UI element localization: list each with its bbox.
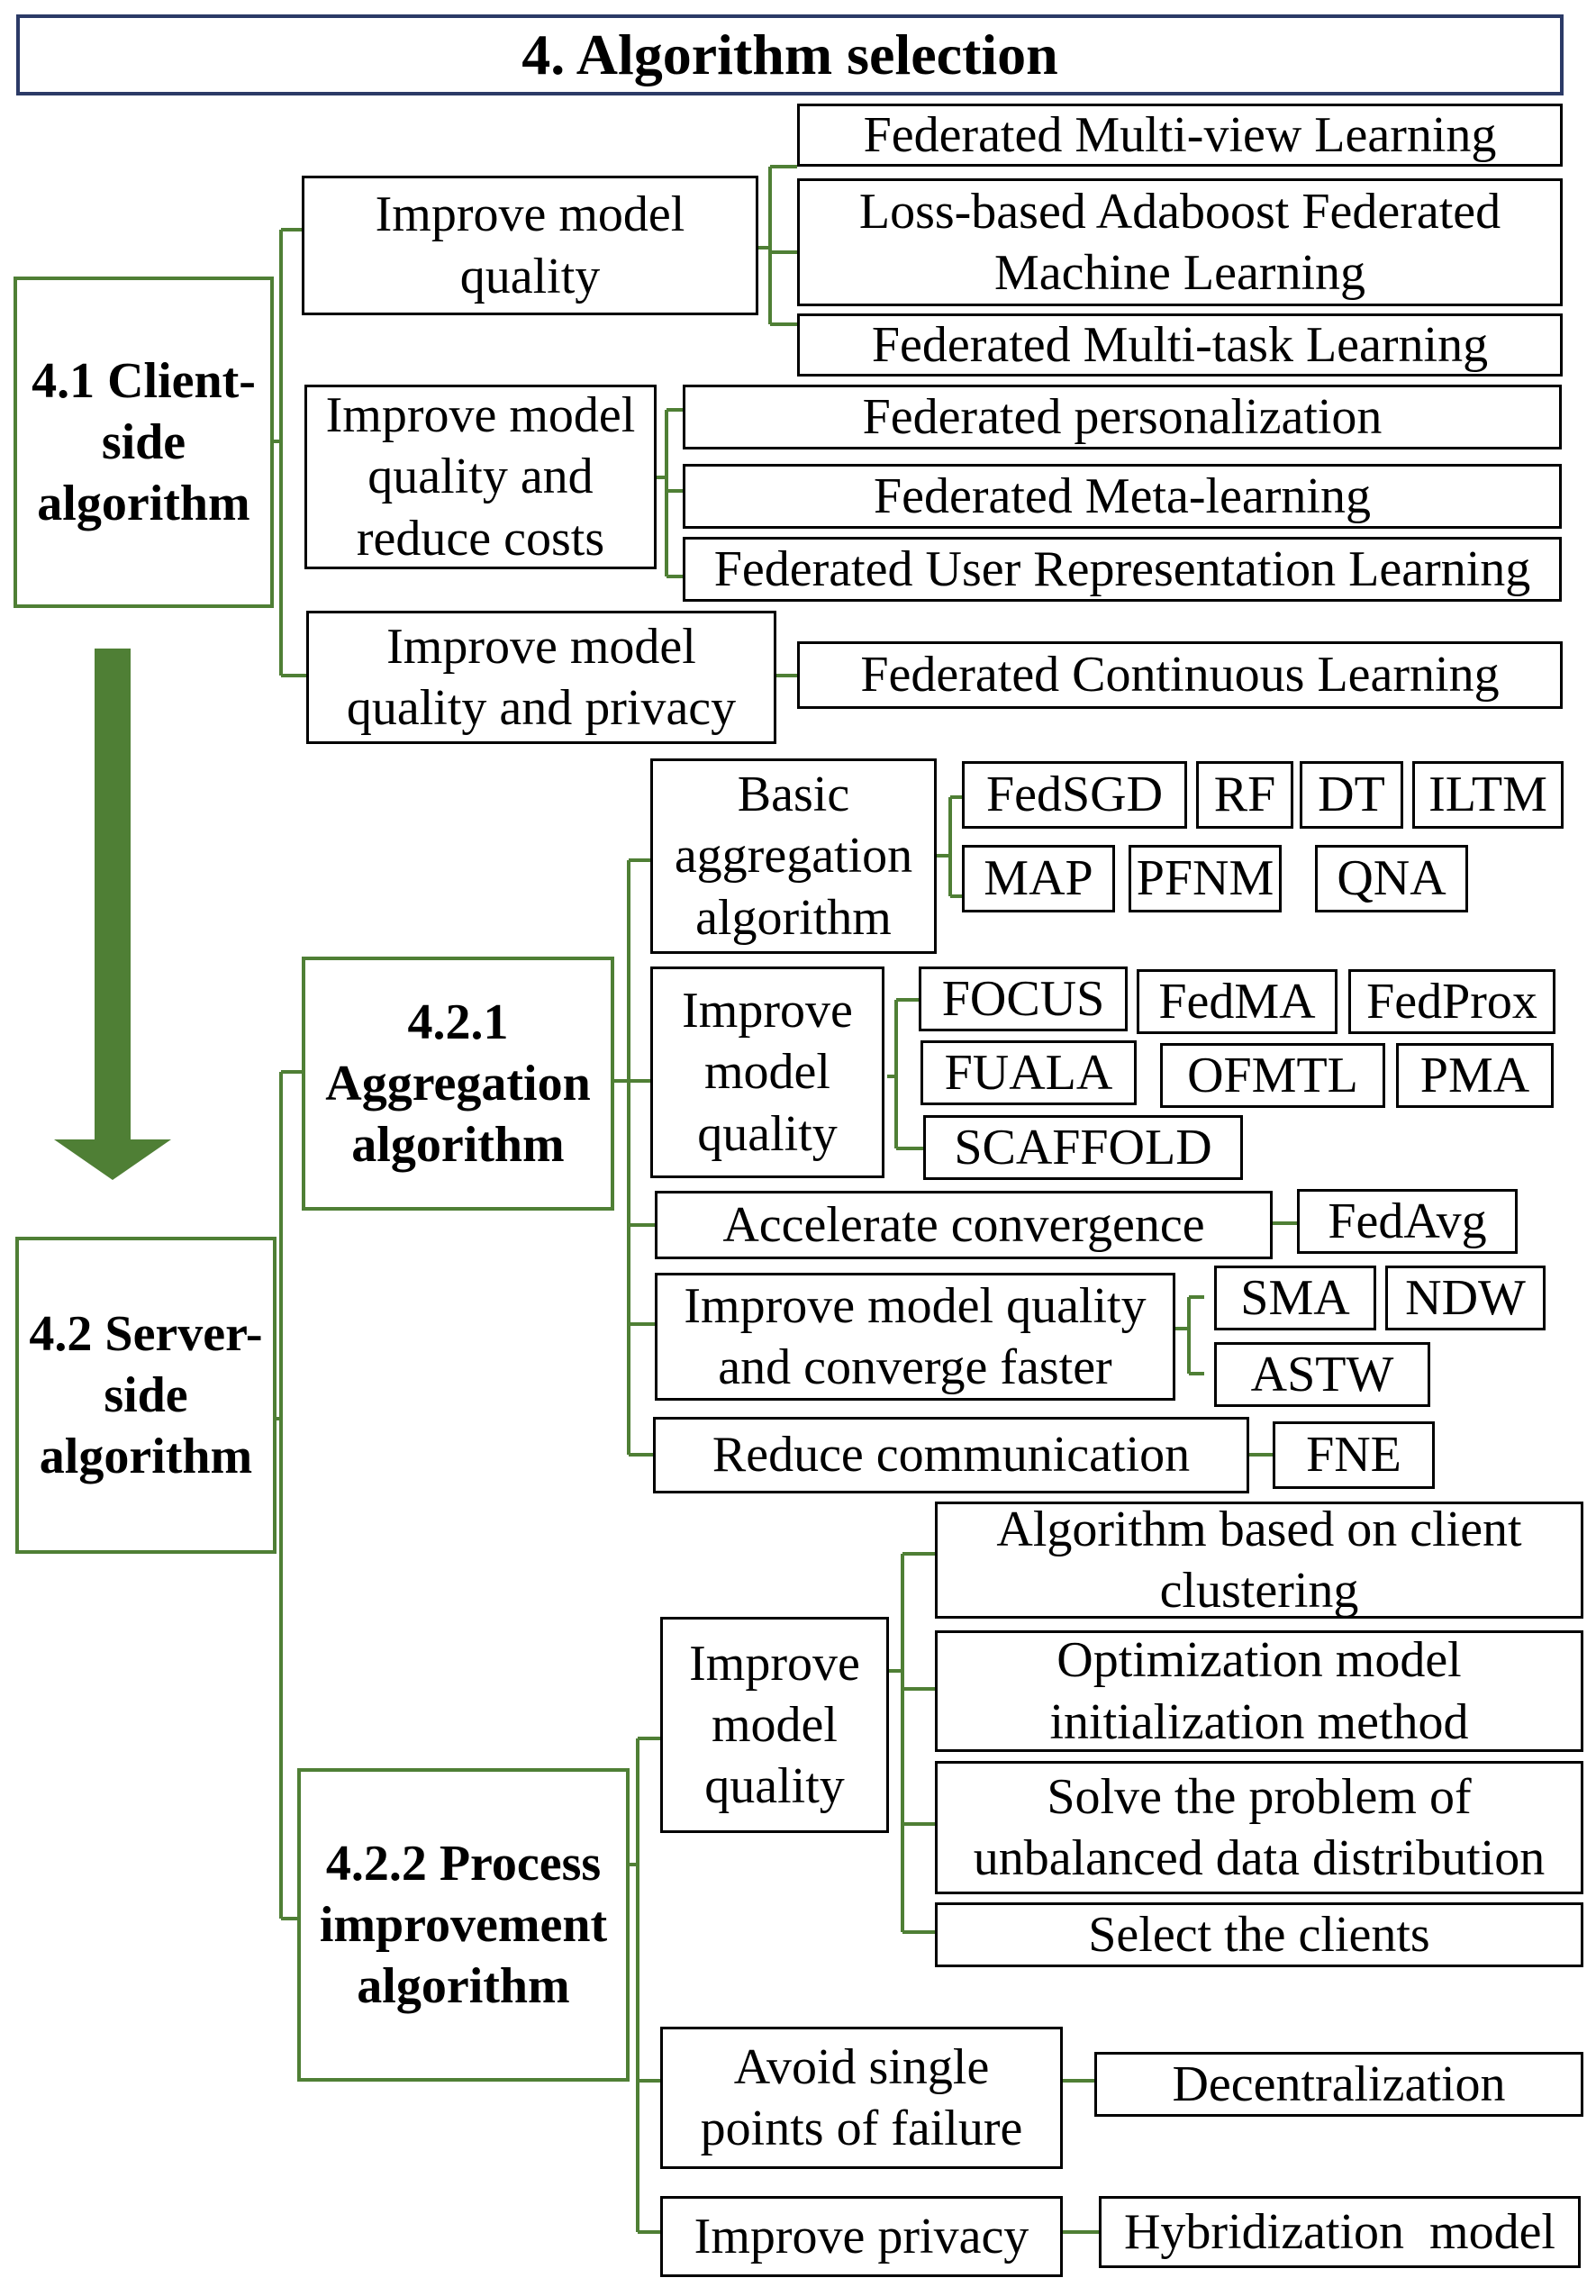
method-box: PFNM (1129, 845, 1282, 912)
method-label: OFMTL (1187, 1047, 1358, 1103)
method-box: Federated personalization (683, 385, 1562, 449)
method-label: NDW (1405, 1269, 1526, 1326)
method-label: Optimization model initialization method (1049, 1632, 1469, 1750)
method-label: Loss-based Adaboost Federated Machine Le… (858, 183, 1501, 301)
method-box: Federated Multi-view Learning (797, 104, 1563, 167)
method-label: PMA (1419, 1047, 1530, 1103)
method-box: DT (1300, 761, 1403, 829)
group-label: Improve privacy (694, 2208, 1029, 2264)
method-label: Federated Continuous Learning (860, 647, 1500, 703)
method-box: Federated User Representation Learning (683, 537, 1562, 602)
method-box: Optimization model initialization method (935, 1630, 1583, 1752)
agg-group-faster: Improve model quality and converge faste… (655, 1273, 1175, 1401)
method-label: FedMA (1158, 973, 1316, 1030)
process-group-quality: Improve model quality (660, 1617, 889, 1833)
method-label: FedAvg (1328, 1193, 1487, 1249)
method-box: FedProx (1348, 969, 1555, 1034)
goal-label: Improve model quality (375, 186, 685, 304)
process-improvement-label: 4.2.2 Process improvement algorithm (319, 1835, 608, 2015)
method-box: FedMA (1137, 969, 1338, 1034)
group-label: Basic aggregation algorithm (674, 767, 913, 946)
client-goal-2: Improve model quality and reduce costs (304, 385, 657, 569)
method-label: Federated User Representation Learning (713, 540, 1531, 597)
method-label: QNA (1337, 850, 1446, 907)
method-label: FOCUS (941, 970, 1105, 1027)
process-group-privacy: Improve privacy (660, 2196, 1063, 2277)
method-label: Solve the problem of unbalanced data dis… (973, 1768, 1546, 1886)
method-box: OFMTL (1160, 1043, 1385, 1108)
method-box: PMA (1396, 1043, 1554, 1108)
agg-group-quality: Improve model quality (650, 966, 884, 1178)
method-label: Algorithm based on client clustering (996, 1501, 1522, 1619)
group-label: Reduce communication (712, 1427, 1191, 1484)
method-label: SCAFFOLD (954, 1119, 1212, 1175)
method-label: SMA (1240, 1269, 1350, 1326)
method-box: SMA (1214, 1266, 1376, 1330)
method-box: Algorithm based on client clustering (935, 1502, 1583, 1619)
method-box: RF (1196, 761, 1293, 829)
process-group-failure: Avoid single points of failure (660, 2027, 1063, 2169)
method-label: FNE (1306, 1427, 1401, 1484)
method-label: MAP (984, 850, 1093, 907)
method-box: Federated Multi-task Learning (797, 313, 1563, 377)
aggregation-label: 4.2.1 Aggregation algorithm (325, 994, 591, 1174)
method-label: ILTM (1428, 767, 1547, 823)
method-box: ILTM (1412, 761, 1564, 829)
server-side-label: 4.2 Server-side algorithm (29, 1305, 263, 1485)
group-label: Improve model quality (682, 983, 853, 1162)
method-label: Select the clients (1088, 1906, 1430, 1963)
method-box: Decentralization (1094, 2052, 1583, 2117)
agg-group-communication: Reduce communication (653, 1417, 1249, 1493)
agg-group-accelerate: Accelerate convergence (655, 1191, 1273, 1259)
method-box: FedSGD (962, 761, 1187, 829)
goal-label: Improve model quality and reduce costs (325, 387, 636, 567)
client-goal-3: Improve model quality and privacy (306, 611, 776, 744)
method-box: FUALA (920, 1040, 1137, 1105)
client-side-node: 4.1 Client-side algorithm (14, 277, 274, 608)
group-label: Avoid single points of failure (700, 2038, 1023, 2156)
method-label: RF (1213, 767, 1276, 823)
method-box: Solve the problem of unbalanced data dis… (935, 1761, 1583, 1894)
method-label: Federated Meta-learning (874, 467, 1371, 524)
client-side-label: 4.1 Client-side algorithm (32, 352, 256, 532)
method-label: FedSGD (985, 767, 1164, 823)
method-label: Decentralization (1172, 2056, 1506, 2112)
page-title: 4. Algorithm selection (16, 14, 1564, 95)
method-box: FedAvg (1297, 1189, 1518, 1254)
down-arrow-icon (54, 649, 171, 1180)
method-box: Federated Meta-learning (683, 464, 1562, 529)
method-label: ASTW (1250, 1346, 1394, 1402)
method-label: Federated Multi-view Learning (863, 106, 1497, 163)
method-box: Federated Continuous Learning (797, 641, 1563, 709)
method-box: NDW (1385, 1266, 1546, 1330)
method-box: FNE (1273, 1421, 1435, 1489)
method-box: FOCUS (919, 966, 1128, 1031)
method-label: Hybridization model (1123, 2203, 1555, 2260)
method-box: Select the clients (935, 1902, 1583, 1967)
method-label: FedProx (1366, 973, 1537, 1030)
method-label: Federated Multi-task Learning (871, 316, 1489, 373)
group-label: Improve model quality (689, 1635, 860, 1815)
client-goal-1: Improve model quality (302, 176, 758, 315)
method-label: DT (1318, 767, 1385, 823)
goal-label: Improve model quality and privacy (346, 618, 737, 736)
method-box: SCAFFOLD (923, 1115, 1243, 1180)
method-box: Hybridization model (1099, 2196, 1581, 2268)
method-box: Loss-based Adaboost Federated Machine Le… (797, 178, 1563, 306)
group-label: Accelerate convergence (722, 1196, 1205, 1253)
agg-group-basic: Basic aggregation algorithm (650, 758, 937, 954)
method-label: Federated personalization (862, 388, 1383, 445)
process-improvement-node: 4.2.2 Process improvement algorithm (297, 1768, 630, 2082)
method-box: ASTW (1214, 1342, 1430, 1407)
method-label: FUALA (944, 1044, 1113, 1101)
method-box: MAP (962, 845, 1115, 912)
method-box: QNA (1315, 845, 1468, 912)
title-text: 4. Algorithm selection (521, 22, 1058, 86)
aggregation-node: 4.2.1 Aggregation algorithm (302, 957, 614, 1211)
group-label: Improve model quality and converge faste… (684, 1277, 1147, 1395)
method-label: PFNM (1136, 850, 1274, 907)
server-side-node: 4.2 Server-side algorithm (15, 1237, 277, 1554)
